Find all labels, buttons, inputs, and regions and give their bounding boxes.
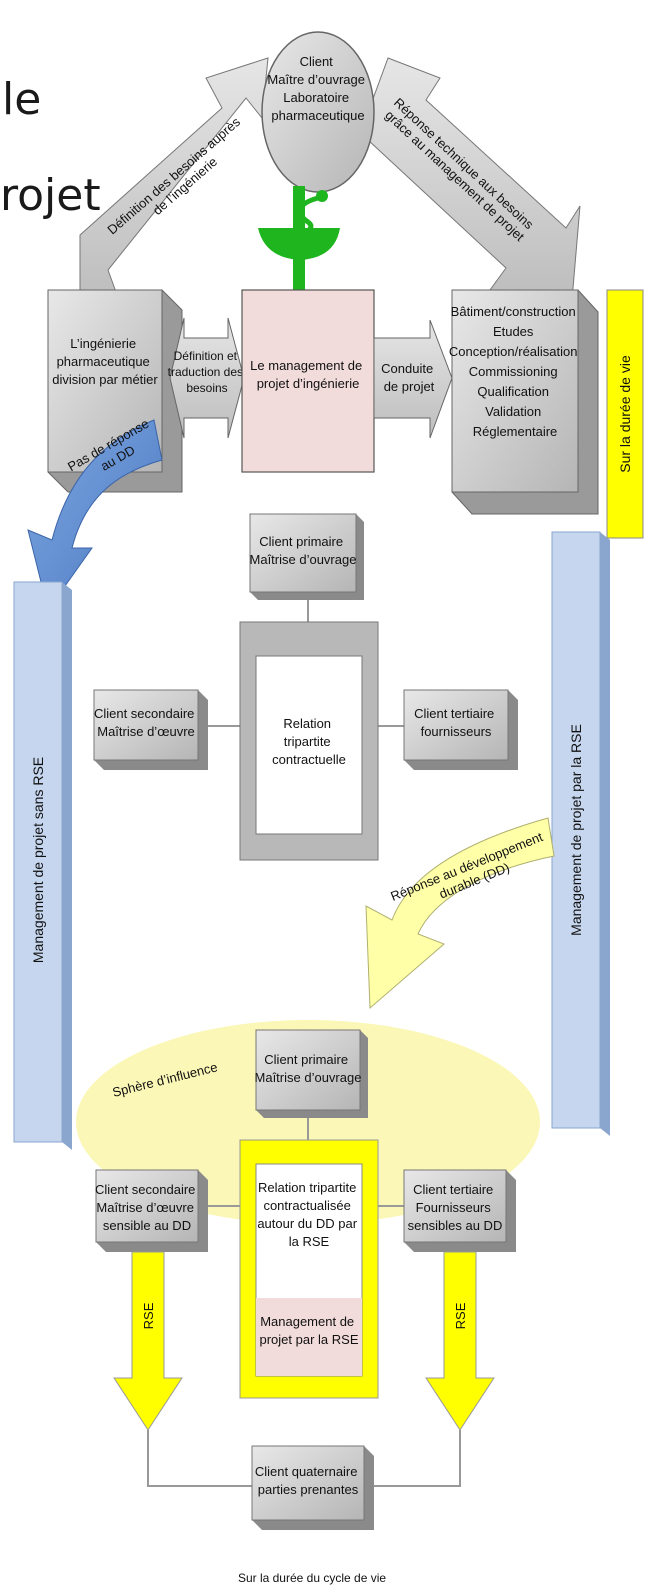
- bottom-relation-frame: Relation tripartite contractualisée auto…: [239, 1139, 379, 1399]
- right-bar-label: Management de projet par la RSE: [568, 724, 584, 936]
- svg-text:Client primaire Maîtrise: Client primaire Maîtrise d’ouvrage: [255, 1052, 362, 1085]
- middle-client-tertiaire: Client tertiaire fournisseurs: [403, 689, 518, 770]
- middle-secondaire-line-2: Maîtrise d’œuvre: [97, 724, 195, 739]
- bar-management-par-rse: Management de projet par la RSE: [551, 531, 610, 1136]
- middle-client-primaire: Client primaire Maîtrise d’ouvrage: [249, 513, 364, 600]
- bottom-tertiaire-line-1: Client tertiaire: [413, 1182, 493, 1197]
- arrow-definition-line-3: besoins: [186, 381, 227, 395]
- cycle-label: Sur la durée du cycle de vie: [238, 1571, 386, 1585]
- bottom-relation-line-3: autour du DD par: [257, 1216, 357, 1231]
- pharmacy-caduceus-icon: [258, 186, 340, 292]
- rse-right-label: RSE: [453, 1302, 468, 1329]
- svg-text:Le management de projet: Le management de projet d’ingénierie: [250, 358, 366, 391]
- arrow-definition-line-1: Définition et: [174, 349, 238, 363]
- arrow-reponse-technique: Réponse technique aux besoins grâce au m…: [351, 57, 581, 301]
- arrow-definition-besoins: Définition des besoins auprès de l’ingén…: [79, 57, 269, 303]
- svg-text:Client secondaire Maîtri: Client secondaire Maîtrise d’œuvre sensi…: [95, 1182, 199, 1233]
- middle-primaire-line-2: Maîtrise d’ouvrage: [250, 552, 357, 567]
- left-bar-label: Management de projet sans RSE: [30, 757, 46, 963]
- svg-text:Définition et traduction: Définition et traduction des besoins: [168, 349, 247, 395]
- bottom-management-line-1: Management de: [260, 1314, 354, 1329]
- client-circle-line-2: Maître d’ouvrage: [267, 72, 365, 87]
- box-services-line-6: Validation: [485, 404, 541, 419]
- arrow-reponse-dd: Réponse au développement durable (DD): [365, 817, 555, 1010]
- box-management-projet: Le management de projet d’ingénierie: [241, 289, 375, 473]
- svg-text:Relation tripartite: Relation tripartite contractuelle: [272, 716, 346, 767]
- arrow-conduite-line-1: Conduite: [381, 361, 433, 376]
- middle-tertiaire-line-1: Client tertiaire: [414, 706, 494, 721]
- client-circle-line-1: Client: [300, 54, 334, 69]
- middle-relation-frame: Relation tripartite contractuelle: [239, 621, 379, 861]
- arrow-rse-left: RSE: [113, 1251, 183, 1431]
- middle-relation-line-3: contractuelle: [272, 752, 346, 767]
- arrow-rse-right: RSE: [425, 1251, 495, 1431]
- dd-response-line-1: Réponse au développement: [388, 829, 545, 904]
- bottom-client-secondaire: Client secondaire Maîtrise d’œuvre sensi…: [95, 1169, 208, 1252]
- bottom-secondaire-line-3: sensible au DD: [103, 1218, 191, 1233]
- arrow-definition-line-2: traduction des: [168, 365, 243, 379]
- box-services-line-2: Etudes: [493, 324, 534, 339]
- middle-tertiaire-line-2: fournisseurs: [421, 724, 492, 739]
- bottom-secondaire-line-1: Client secondaire: [95, 1182, 195, 1197]
- arrow-conduite-line-2: de projet: [384, 379, 435, 394]
- bottom-secondaire-line-2: Maîtrise d’œuvre: [96, 1200, 194, 1215]
- bar-management-sans-rse: Management de projet sans RSE: [13, 581, 72, 1150]
- bottom-tertiaire-line-2: Fournisseurs: [416, 1200, 492, 1215]
- box-services: Bâtiment/construction Etudes Conception/…: [449, 289, 599, 515]
- box-management-line-2: projet d’ingénierie: [257, 376, 360, 391]
- bottom-client-tertiaire: Client tertiaire Fournisseurs sensibles …: [403, 1169, 516, 1252]
- box-services-line-4: Commissioning: [469, 364, 558, 379]
- client-circle-line-4: pharmaceutique: [271, 108, 364, 123]
- arrow-left-label-1: Définition des besoins auprès: [104, 114, 243, 238]
- client-circle: Client Maître d’ouvrage Laboratoire phar…: [261, 31, 375, 193]
- svg-text:Client tertiaire Fournis: Client tertiaire Fournisseurs sensibles …: [408, 1182, 503, 1233]
- svg-text:L’ingénierie pharmaceuti: L’ingénierie pharmaceutique division par…: [52, 336, 158, 387]
- bottom-primaire-line-1: Client primaire: [264, 1052, 348, 1067]
- svg-text:Management de projet par: Management de projet par la RSE: [260, 1314, 359, 1347]
- bottom-connectors: [147, 1116, 461, 1487]
- svg-text:Client primaire Maîtrise: Client primaire Maîtrise d’ouvrage: [250, 534, 357, 567]
- middle-relation-line-1: Relation: [283, 716, 331, 731]
- svg-text:Client tertiaire fournis: Client tertiaire fournisseurs: [414, 706, 498, 739]
- quaternaire-line-1: Client quaternaire: [255, 1464, 358, 1479]
- svg-text:Conduite de projet: Conduite de projet: [381, 361, 437, 394]
- duree-vie-tag: Sur la durée de vie: [606, 289, 644, 539]
- bottom-relation-line-4: la RSE: [289, 1234, 330, 1249]
- box-services-line-3: Conception/réalisation: [449, 344, 578, 359]
- box-services-line-7: Réglementaire: [473, 424, 558, 439]
- box-services-line-5: Qualification: [477, 384, 549, 399]
- middle-secondaire-line-1: Client secondaire: [94, 706, 194, 721]
- box-management-line-1: Le management de: [250, 358, 362, 373]
- box-ingenierie-line-3: division par métier: [52, 372, 158, 387]
- title-fragment-2: rojet: [0, 170, 101, 221]
- client-circle-line-3: Laboratoire: [283, 90, 349, 105]
- arrow-definition-traduction: Définition et traduction des besoins: [168, 317, 247, 439]
- bottom-management-line-2: projet par la RSE: [260, 1332, 359, 1347]
- middle-primaire-line-1: Client primaire: [259, 534, 343, 549]
- duree-vie-label: Sur la durée de vie: [617, 355, 633, 473]
- bottom-relation-line-2: contractualisée: [263, 1198, 350, 1213]
- box-ingenierie-line-2: pharmaceutique: [57, 354, 150, 369]
- svg-text:Bâtiment/construction Et: Bâtiment/construction Etudes Conception/…: [449, 304, 581, 439]
- box-services-line-1: Bâtiment/construction: [451, 304, 576, 319]
- svg-text:Client quaternaire parti: Client quaternaire parties prenantes: [255, 1464, 361, 1497]
- bottom-relation-line-1: Relation tripartite: [258, 1180, 356, 1195]
- box-ingenierie-line-1: L’ingénierie: [70, 336, 136, 351]
- quaternaire-line-2: parties prenantes: [258, 1482, 359, 1497]
- bottom-client-quaternaire: Client quaternaire parties prenantes: [251, 1445, 374, 1530]
- svg-text:Client secondaire Maîtri: Client secondaire Maîtrise d’œuvre: [94, 706, 198, 739]
- arrow-conduite-projet: Conduite de projet: [373, 319, 453, 439]
- bottom-tertiaire-line-3: sensibles au DD: [408, 1218, 503, 1233]
- middle-relation-line-2: tripartite: [284, 734, 331, 749]
- bottom-client-primaire: Client primaire Maîtrise d’ouvrage: [255, 1029, 368, 1118]
- middle-client-secondaire: Client secondaire Maîtrise d’œuvre: [93, 689, 208, 770]
- title-fragment-1: le: [2, 74, 41, 125]
- rse-left-label: RSE: [141, 1302, 156, 1329]
- bottom-primaire-line-2: Maîtrise d’ouvrage: [255, 1070, 362, 1085]
- svg-text:Relation tripartite cont: Relation tripartite contractualisée auto…: [257, 1180, 360, 1249]
- svg-text:Client Maître d’ouvrage: Client Maître d’ouvrage Laboratoire phar…: [267, 54, 368, 123]
